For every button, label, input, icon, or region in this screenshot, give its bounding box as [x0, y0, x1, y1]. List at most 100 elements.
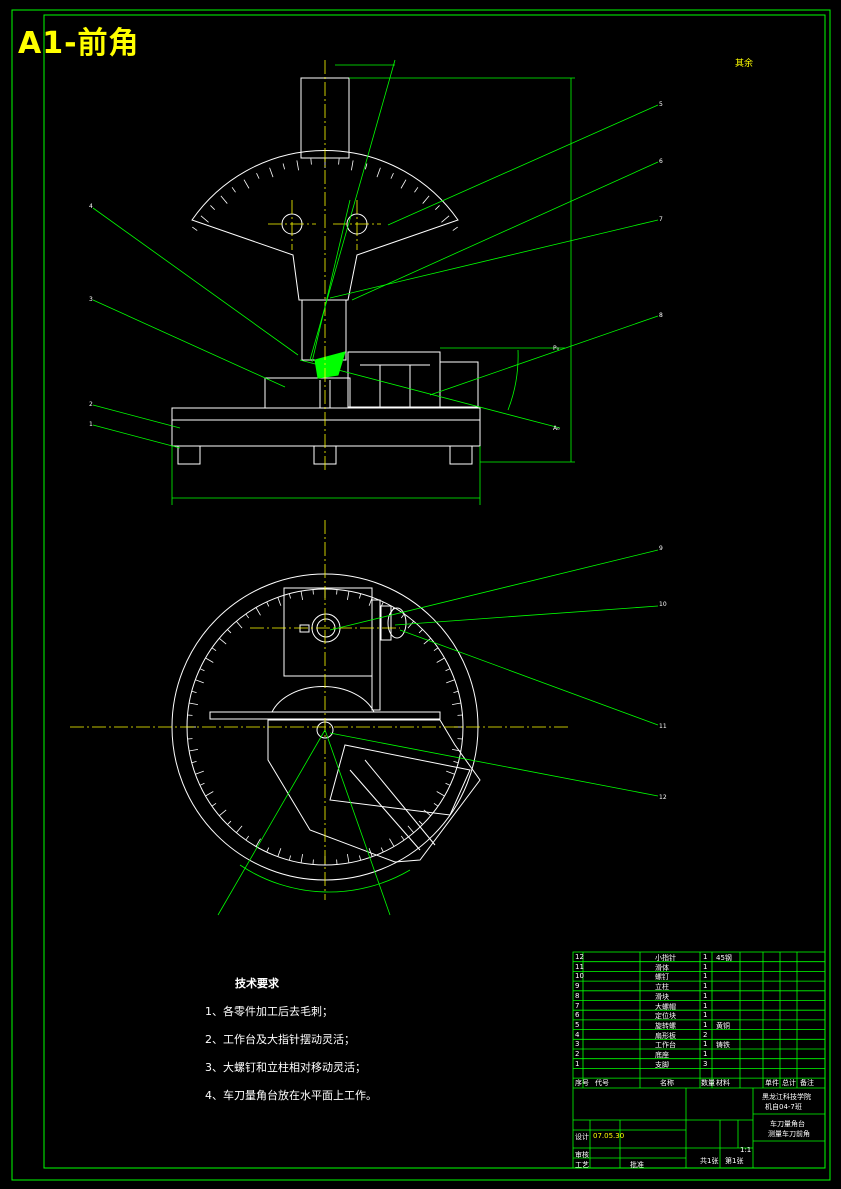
- front-view: [171, 77, 481, 465]
- part-qty: 3: [703, 1059, 708, 1068]
- part-qty: 1: [703, 972, 708, 981]
- tool-fan: [267, 719, 481, 863]
- callout-7: 7: [659, 216, 663, 223]
- tb-approve-label: 批准: [630, 1161, 644, 1169]
- tb-sheet-2: 第1张: [725, 1157, 744, 1165]
- plan-leaders: [217, 549, 659, 916]
- tb-header-unit: 单件: [765, 1079, 779, 1087]
- part-no: 1: [575, 1059, 580, 1068]
- front-centerlines: [268, 60, 381, 470]
- part-no: 8: [575, 991, 580, 1000]
- surface-finish-mark: 其余: [735, 59, 754, 69]
- callout-11: 11: [659, 723, 667, 730]
- callout-10: 10: [659, 601, 667, 608]
- part-no: 3: [575, 1040, 580, 1049]
- title-block: [572, 951, 826, 1169]
- column-housing: [283, 587, 373, 677]
- tb-header-total: 总计: [782, 1079, 796, 1087]
- part-name: 工作台: [655, 1041, 676, 1050]
- part-qty: 1: [703, 1011, 708, 1020]
- part-name: 滑体: [655, 963, 669, 972]
- part-qty: 1: [703, 962, 708, 971]
- dial-stem: [301, 299, 347, 361]
- note-line: 1、各零件加工后去毛刺；: [205, 1005, 333, 1018]
- tb-designer-date: 07.05.30: [593, 1132, 625, 1140]
- column-tab: [299, 624, 310, 633]
- foot-left: [177, 445, 201, 465]
- foot-right: [449, 445, 473, 465]
- tool-section: [314, 351, 346, 379]
- part-no: 2: [575, 1050, 580, 1058]
- column-side: [371, 599, 381, 711]
- part-name: 底座: [655, 1051, 669, 1059]
- label-po: P₀: [553, 345, 560, 352]
- part-no: 6: [575, 1011, 580, 1020]
- part-name: 定位块: [655, 1012, 676, 1021]
- outer-border: [11, 9, 831, 1181]
- tb-class: 机自04-7班: [765, 1103, 802, 1111]
- part-name: 扇形板: [655, 1031, 676, 1040]
- tb-sheet-1: 共1张: [700, 1157, 719, 1165]
- part-qty: 1: [703, 991, 708, 1000]
- plan-centerlines: [70, 520, 570, 900]
- screw-body: [380, 605, 392, 641]
- part-qty: 1: [703, 1040, 708, 1049]
- tb-check-label: 审核: [575, 1151, 589, 1159]
- part-name: 立柱: [655, 983, 669, 992]
- note-line: 2、工作台及大指针摆动灵活；: [205, 1033, 355, 1046]
- callout-9: 9: [659, 545, 663, 552]
- front-dimensions: [171, 59, 575, 505]
- tb-craft-label: 工艺: [575, 1161, 589, 1169]
- worktable: [264, 377, 351, 409]
- part-material: 45钢: [716, 954, 732, 962]
- tb-scale: 1:1: [740, 1146, 752, 1154]
- part-qty: 2: [703, 1030, 708, 1039]
- part-name: 大螺帽: [655, 1002, 676, 1011]
- tool-holder: [439, 361, 479, 408]
- base-plate: [171, 407, 481, 447]
- tb-header-qty: 数量: [701, 1079, 715, 1087]
- part-qty: 1: [703, 1050, 708, 1058]
- tb-header-no: 序号: [575, 1079, 589, 1087]
- part-name: 螺钉: [655, 973, 669, 982]
- inner-border: [43, 14, 826, 1169]
- part-material: 铸铁: [716, 1041, 730, 1050]
- part-no: 7: [575, 1001, 580, 1010]
- tb-header-mat: 材料: [716, 1079, 730, 1087]
- part-qty: 1: [703, 1001, 708, 1010]
- callout-2: 2: [89, 401, 93, 408]
- tb-designer-label: 设计: [575, 1133, 589, 1141]
- dial-sector: [191, 149, 459, 301]
- part-qty: 1: [703, 1020, 708, 1029]
- callout-3: 3: [89, 296, 93, 303]
- part-material: 黄铜: [716, 1021, 730, 1030]
- part-no: 5: [575, 1020, 580, 1029]
- callout-12: 12: [659, 794, 667, 801]
- part-qty: 1: [703, 982, 708, 991]
- note-line: 3、大螺钉和立柱相对移动灵活；: [205, 1061, 366, 1074]
- part-no: 9: [575, 982, 580, 991]
- part-qty: 1: [703, 953, 708, 961]
- part-name: 小指针: [655, 954, 676, 962]
- part-name: 旋转螺: [655, 1021, 676, 1030]
- tb-title-1: 车刀量角台: [770, 1120, 805, 1128]
- callout-5: 5: [659, 101, 663, 108]
- callout-6: 6: [659, 158, 663, 165]
- part-no: 11: [575, 962, 584, 971]
- tb-title-2: 测量车刀前角: [768, 1130, 810, 1138]
- label-ao: A₀: [553, 425, 560, 432]
- tb-header-remark: 备注: [800, 1079, 814, 1087]
- part-no: 4: [575, 1030, 580, 1039]
- tb-header-name: 名称: [660, 1079, 674, 1087]
- screw-knob: [387, 607, 407, 639]
- part-no: 12: [575, 953, 584, 961]
- part-name: 滑块: [655, 992, 669, 1001]
- note-line: 4、车刀量角台放在水平面上工作。: [205, 1089, 377, 1102]
- callout-labels: 5 6 7 8 4 3 2 1 9 10 11 12 A₀ P₀: [89, 101, 667, 801]
- drawing-title: A1-前角: [18, 26, 140, 61]
- dial-ticks: [192, 158, 458, 231]
- callout-4: 4: [89, 203, 93, 210]
- tool-carriage: [329, 744, 471, 816]
- callout-8: 8: [659, 312, 663, 319]
